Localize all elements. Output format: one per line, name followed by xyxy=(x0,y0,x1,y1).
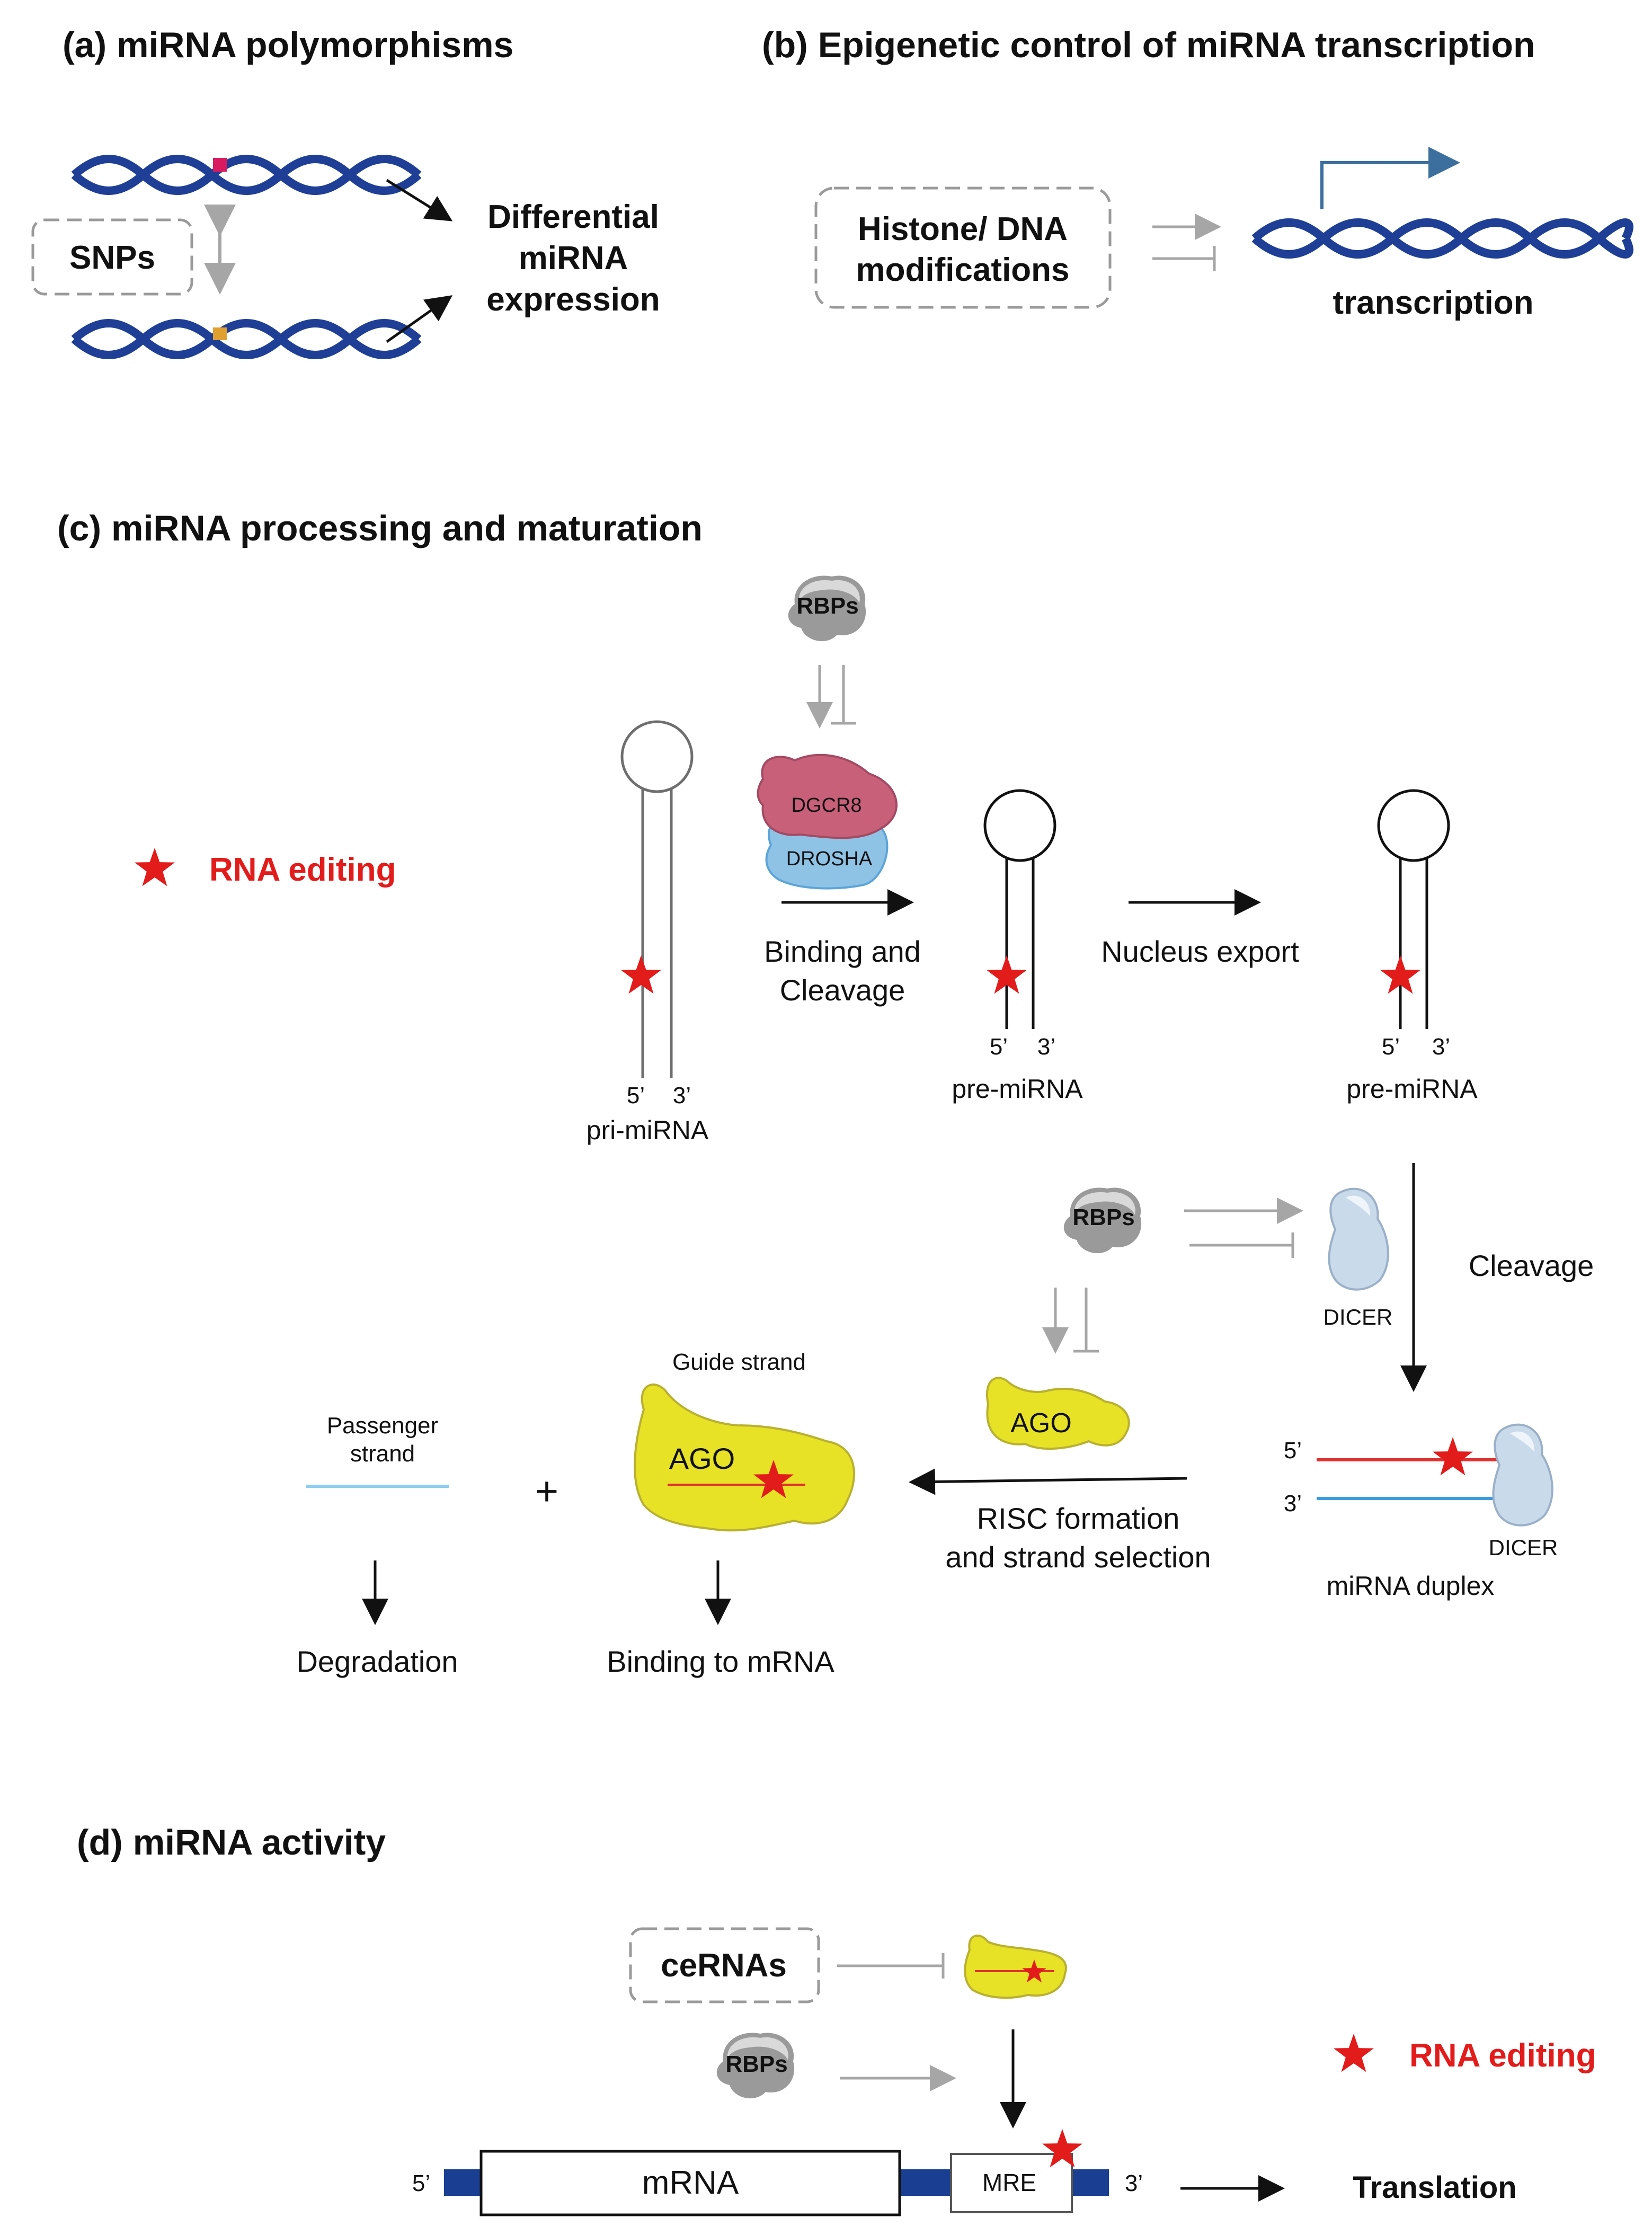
duplex-3prime: 3’ xyxy=(1284,1491,1302,1516)
plus-sign: + xyxy=(535,1469,558,1514)
pri-3prime: 3’ xyxy=(673,1083,691,1108)
binding-to-mrna-label: Binding to mRNA xyxy=(607,1645,834,1678)
histone-dna-label: Histone/ DNA xyxy=(858,211,1068,247)
red-star-icon xyxy=(1334,2034,1374,2072)
rbp-inhibition-arrow xyxy=(831,665,856,725)
red-star-icon xyxy=(135,848,175,886)
arrow-helix2-to-expression xyxy=(386,295,453,343)
panel-b-title: (b) Epigenetic control of miRNA transcri… xyxy=(762,25,1535,65)
rbps-label-d: RBPs xyxy=(725,2051,787,2077)
strand-selection-label: and strand selection xyxy=(945,1540,1211,1574)
mrna-coding-box xyxy=(479,2150,901,2216)
pre-mirna-hairpin-1 xyxy=(983,789,1056,1029)
mrna-5prime: 5’ xyxy=(412,2170,430,2196)
drosha-label: DROSHA xyxy=(786,848,873,870)
cernas-label: ceRNAs xyxy=(661,1947,787,1984)
dgcr8-label: DGCR8 xyxy=(791,794,861,817)
tss-arrow-icon xyxy=(1320,147,1460,209)
pri-5prime: 5’ xyxy=(627,1083,645,1108)
rbps-label-top: RBPs xyxy=(796,593,858,619)
pre1-5prime: 5’ xyxy=(990,1034,1008,1060)
rbp-ago-inhibition xyxy=(1073,1288,1099,1353)
pre-mirna-label-1: pre-miRNA xyxy=(952,1074,1083,1104)
panel-a-title: (a) miRNA polymorphisms xyxy=(63,25,513,65)
pre1-3prime: 3’ xyxy=(1037,1034,1055,1060)
duplex-5prime: 5’ xyxy=(1284,1438,1302,1464)
dicer-label-1: DICER xyxy=(1324,1305,1393,1329)
ago-small-d xyxy=(964,1935,1067,1999)
mirna-duplex-label: miRNA duplex xyxy=(1327,1571,1495,1601)
pre2-3prime: 3’ xyxy=(1432,1034,1450,1060)
histone-dna-box xyxy=(814,187,1112,309)
risc-formation-arrow xyxy=(909,1468,1187,1495)
pre2-5prime: 5’ xyxy=(1382,1034,1400,1060)
mrna-3prime: 3’ xyxy=(1125,2170,1143,2196)
dicer-icon xyxy=(1492,1423,1553,1527)
pri-mirna-label: pri-miRNA xyxy=(587,1115,709,1145)
dna-helix-icon xyxy=(71,155,422,195)
mrna-label: mRNA xyxy=(642,2165,739,2201)
expression-label: expression xyxy=(486,281,660,318)
drosha-complex xyxy=(757,753,898,890)
pre-mirna-label-2: pre-miRNA xyxy=(1346,1074,1478,1104)
ago-complex-large xyxy=(634,1383,855,1532)
panel-c-title: (c) miRNA processing and maturation xyxy=(57,508,703,548)
mre-label: MRE xyxy=(982,2169,1036,2196)
nucleus-export-label: Nucleus export xyxy=(1101,935,1299,968)
red-star-icon xyxy=(621,955,661,994)
dicer-icon xyxy=(1328,1187,1389,1291)
mirna-label: miRNA xyxy=(519,240,628,277)
pri-mirna-hairpin xyxy=(620,720,694,1078)
ago-label-large: AGO xyxy=(669,1442,735,1475)
cerna-inhibition-arrow xyxy=(837,1953,945,1979)
translation-label: Translation xyxy=(1353,2170,1516,2205)
legend-rna-editing: RNA editing xyxy=(209,852,396,888)
passenger-strand-label: strand xyxy=(350,1441,415,1467)
inhibition-arrow xyxy=(1152,246,1216,271)
arrow-helix1-to-expression xyxy=(386,179,453,221)
cernas-box xyxy=(629,1927,820,2003)
rbps-label-mid: RBPs xyxy=(1072,1204,1134,1230)
dicer-label-2: DICER xyxy=(1489,1535,1558,1560)
panel-d-title: (d) miRNA activity xyxy=(77,1822,386,1862)
pre-mirna-hairpin-2 xyxy=(1377,789,1450,1029)
dna-helix-icon xyxy=(71,319,422,359)
risc-formation-label: RISC formation xyxy=(977,1502,1180,1535)
snps-label: SNPs xyxy=(69,240,155,276)
rbp-dicer-inhibition xyxy=(1189,1232,1294,1258)
ago-label-small: AGO xyxy=(1010,1408,1072,1439)
red-star-icon xyxy=(1433,1437,1473,1476)
legend-rna-editing-d: RNA editing xyxy=(1409,2037,1596,2074)
dna-helix-icon xyxy=(1251,218,1633,259)
modifications-label: modifications xyxy=(856,252,1069,288)
cleavage-label-1: Cleavage xyxy=(780,973,905,1007)
passenger-label: Passenger xyxy=(327,1413,438,1439)
transcription-label: transcription xyxy=(1333,285,1534,321)
binding-and-label: Binding and xyxy=(764,935,921,968)
differential-label: Differential xyxy=(487,199,659,235)
degradation-label: Degradation xyxy=(296,1645,458,1678)
snps-box xyxy=(31,218,193,296)
cleavage-label-2: Cleavage xyxy=(1469,1249,1594,1282)
guide-strand-label: Guide strand xyxy=(672,1349,806,1375)
